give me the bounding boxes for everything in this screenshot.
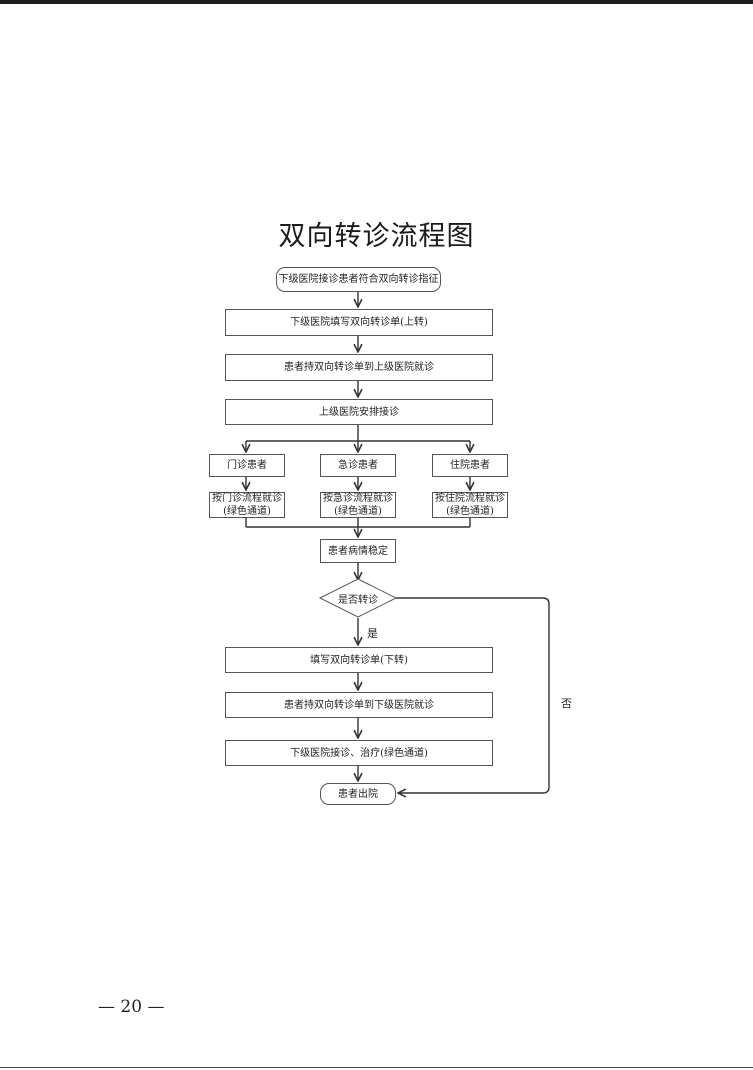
yes-label: 是 <box>367 627 378 640</box>
no-label: 否 <box>561 697 572 710</box>
inpatient-flow-label: 按住院流程就诊 <box>435 493 505 504</box>
emergency-node: 急诊患者 <box>320 454 396 477</box>
lower-treat-step: 下级医院接诊、治疗(绿色通道) <box>225 740 493 766</box>
arrow-no-path <box>396 597 550 793</box>
outpatient-node: 门诊患者 <box>209 454 285 477</box>
decision-diamond <box>318 578 398 618</box>
page-top-border <box>0 0 753 4</box>
upper-arrange-step: 上级医院安排接诊 <box>225 399 493 425</box>
discharge-node: 患者出院 <box>320 783 396 805</box>
inpatient-green-channel-label: (绿色通道) <box>446 506 494 517</box>
to-lower-hospital-step: 患者持双向转诊单到下级医院就诊 <box>225 692 493 718</box>
outpatient-flow-node: 按门诊流程就诊 (绿色通道) <box>209 492 285 518</box>
diagram-title: 双向转诊流程图 <box>278 221 475 252</box>
to-upper-hospital-step: 患者持双向转诊单到上级医院就诊 <box>225 354 493 381</box>
emergency-green-channel-label: (绿色通道) <box>334 506 382 517</box>
page-number: — 20 — <box>98 997 165 1017</box>
decision-label: 是否转诊 <box>338 595 378 606</box>
fill-down-referral-step: 填写双向转诊单(下转) <box>225 647 493 673</box>
outpatient-flow-label: 按门诊流程就诊 <box>212 493 282 504</box>
outpatient-green-channel-label: (绿色通道) <box>223 506 271 517</box>
fill-up-referral-step: 下级医院填写双向转诊单(上转) <box>225 309 493 336</box>
emergency-flow-label: 按急诊流程就诊 <box>323 493 393 504</box>
stable-node: 患者病情稳定 <box>320 539 396 563</box>
emergency-flow-node: 按急诊流程就诊 (绿色通道) <box>320 492 396 518</box>
page-bottom-border <box>0 1067 753 1068</box>
start-node: 下级医院接诊患者符合双向转诊指征 <box>276 267 441 292</box>
inpatient-flow-node: 按住院流程就诊 (绿色通道) <box>432 492 508 518</box>
inpatient-node: 住院患者 <box>432 454 508 477</box>
